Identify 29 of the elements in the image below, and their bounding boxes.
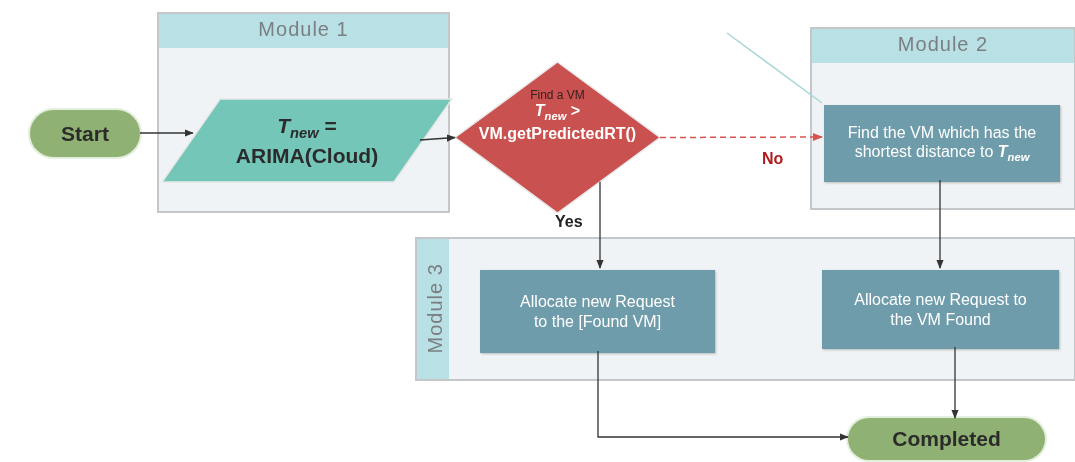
module-heading: Module 1: [258, 18, 349, 41]
arrow: [936, 179, 944, 269]
terminal-label: Completed: [892, 426, 1001, 452]
process-box: [824, 105, 1060, 182]
input-parallelogram: [162, 99, 452, 182]
arrow: [139, 129, 194, 137]
decision-diamond: [455, 62, 660, 213]
node-label: Allocate new Request to the [Found VM]: [519, 292, 676, 331]
arrow: [596, 181, 604, 269]
process-box: [480, 270, 715, 353]
node-label: T$_{new}$ = ARIMA(Cloud): [234, 113, 380, 168]
module-heading: Module 2: [897, 33, 989, 56]
arrow: [659, 132, 824, 142]
connector-line: [726, 32, 823, 104]
terminal-label: Start: [61, 120, 109, 147]
module-panel: [157, 12, 450, 213]
module-panel: [415, 237, 1075, 381]
decision-condition: T$_{new}$ > VM.getPredictedRT(): [477, 102, 638, 144]
arrow: [951, 346, 959, 419]
arrow: [597, 350, 849, 441]
end-terminal: [848, 418, 1045, 460]
start-terminal: [30, 110, 140, 157]
module-heading: Module 3: [423, 263, 447, 354]
node-label: Find the VM which has the shortest distance to T$_{new}$: [846, 122, 1038, 165]
decision-caption: Find a VM: [530, 88, 585, 102]
process-box: [822, 270, 1059, 349]
node-label: Allocate new Request to the VM Found: [853, 290, 1028, 329]
arrow: [419, 134, 456, 142]
module-panel: [810, 27, 1075, 210]
